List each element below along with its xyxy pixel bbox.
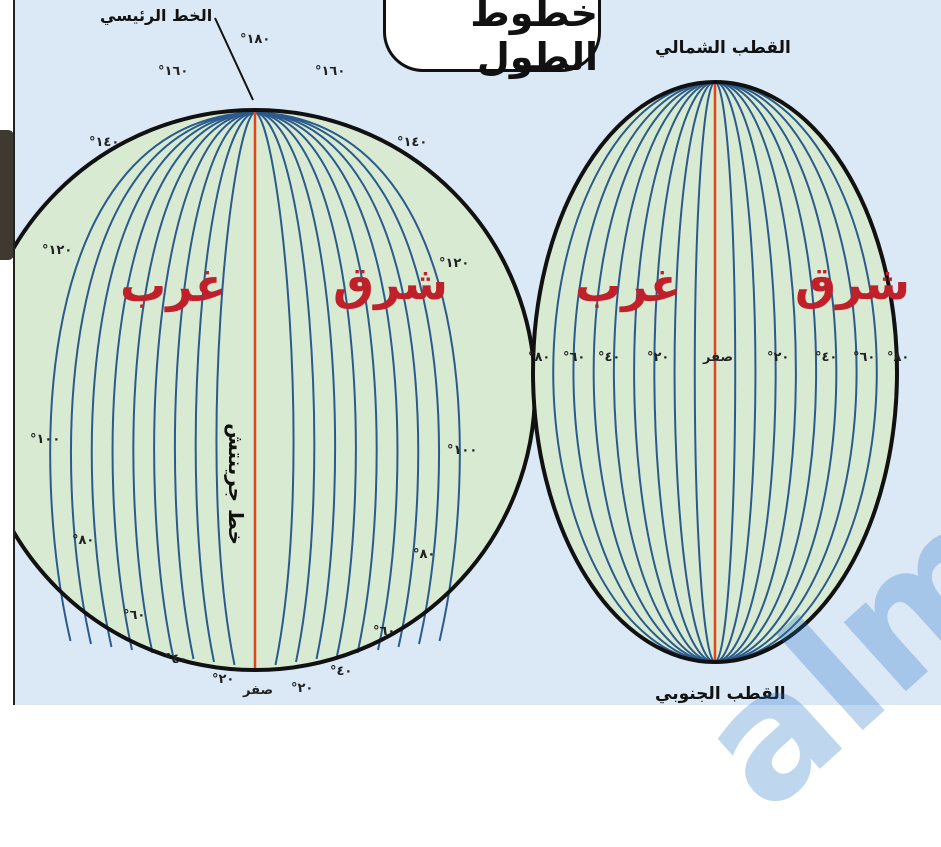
deg-180-label: ١٨٠° (240, 32, 270, 47)
east-deg-60: ٦٠° (373, 624, 395, 639)
right-east-label: شرق (795, 256, 910, 310)
prime-line-label: الخط الرئيسي (100, 6, 212, 25)
east-deg-120: ١٢٠° (439, 256, 469, 271)
west-deg-120: ١٢٠° (42, 243, 72, 258)
east-deg-80: ٨٠° (413, 547, 435, 562)
east-deg-40: ٤٠° (330, 664, 352, 679)
north-pole-label: القطب الشمالي (655, 38, 791, 58)
east-deg-140: ١٤٠° (397, 135, 427, 150)
side-tab (0, 130, 14, 260)
west-deg-160: ١٦٠° (158, 64, 188, 79)
left-east-label: شرق (333, 256, 448, 310)
west-deg-40: ٤٠° (165, 652, 187, 667)
right-globe (533, 82, 897, 662)
west-deg-100: ١٠٠° (30, 432, 60, 447)
page: خطوط الطول الخط الرئيسي غرب شرق خط جرينت… (0, 0, 941, 705)
west-deg-140: ١٤٠° (89, 135, 119, 150)
right-west-deg-20: ٢٠° (647, 350, 669, 365)
right-east-deg-20: ٢٠° (767, 350, 789, 365)
south-pole-label: القطب الجنوبي (655, 684, 786, 704)
left-west-label: غرب (120, 258, 226, 312)
west-deg-20: ٢٠° (212, 672, 234, 687)
left-zero-label: صفر (243, 683, 273, 698)
right-east-deg-80: ٨٠° (887, 350, 909, 365)
west-deg-80: ٨٠° (72, 533, 94, 548)
east-deg-160: ١٦٠° (315, 64, 345, 79)
right-west-deg-80: ٨٠° (528, 350, 550, 365)
diagram-panel: خطوط الطول الخط الرئيسي غرب شرق خط جرينت… (15, 0, 941, 705)
west-deg-60: ٦٠° (123, 608, 145, 623)
globes-drawing (15, 0, 941, 705)
right-east-deg-40: ٤٠° (815, 350, 837, 365)
right-east-deg-60: ٦٠° (853, 350, 875, 365)
greenwich-label: خط جرينتش (224, 423, 248, 545)
right-west-deg-40: ٤٠° (598, 350, 620, 365)
east-deg-100: ١٠٠° (447, 443, 477, 458)
right-zero-label: صفر (703, 350, 733, 365)
right-west-label: غرب (575, 258, 681, 312)
east-deg-20: ٢٠° (291, 681, 313, 696)
diagram-title: خطوط الطول (383, 0, 601, 72)
right-west-deg-60: ٦٠° (563, 350, 585, 365)
